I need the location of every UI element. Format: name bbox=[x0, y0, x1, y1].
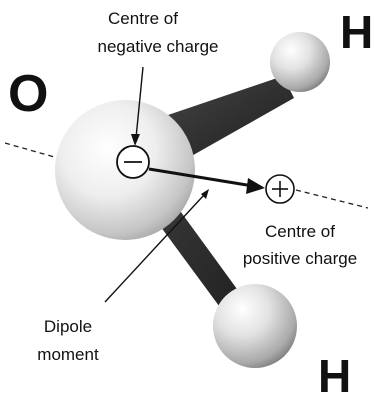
negative-centre-label-line1: Centre of bbox=[108, 9, 178, 28]
bond-top bbox=[168, 76, 294, 158]
dipole-arrow-head bbox=[246, 178, 265, 194]
negative-label-pointer-head bbox=[131, 134, 140, 146]
positive-centre-label-line2: positive charge bbox=[243, 249, 357, 268]
hydrogen-top-symbol: H bbox=[340, 6, 373, 58]
dipole-label-pointer bbox=[104, 194, 205, 303]
oxygen-symbol: O bbox=[8, 65, 48, 123]
dashed-axis-right bbox=[295, 189, 369, 209]
dipole-label-pointer-head bbox=[201, 189, 209, 199]
positive-centre-label-line1: Centre of bbox=[265, 222, 335, 241]
dipole-arrow-shaft bbox=[148, 167, 254, 188]
negative-label-pointer bbox=[135, 66, 144, 139]
hydrogen-atom-top bbox=[270, 32, 330, 92]
negative-centre-label-line2: negative charge bbox=[98, 37, 219, 56]
dipole-moment-label-line2: moment bbox=[37, 345, 99, 364]
dashed-axis-left bbox=[4, 142, 66, 161]
hydrogen-atom-bottom bbox=[213, 284, 297, 368]
dipole-moment-label-line1: Dipole bbox=[44, 317, 92, 336]
hydrogen-bottom-symbol: H bbox=[318, 350, 351, 399]
